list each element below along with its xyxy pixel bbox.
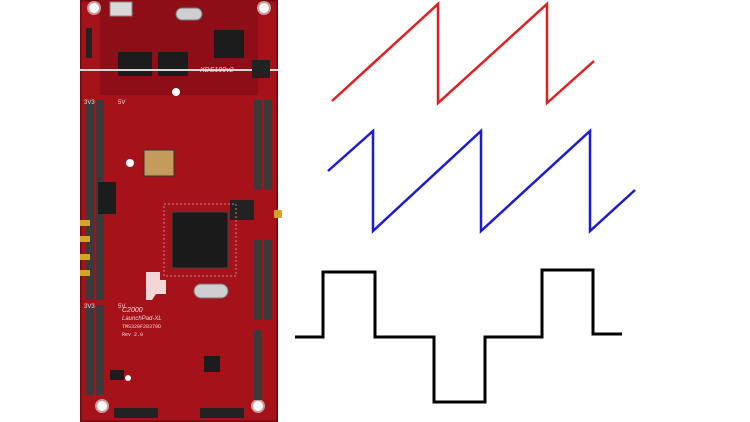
product-name: C2000	[122, 307, 143, 314]
header-pins-right	[254, 100, 272, 400]
waveform-drawings	[295, 1, 636, 404]
crystal-top	[175, 7, 203, 21]
sawtooth-wave-red	[331, 1, 595, 106]
debug-chip	[214, 30, 244, 58]
mounting-hole	[87, 1, 101, 15]
label-3v3-bottom: 3V3	[84, 304, 95, 310]
label-5v-bottom: 5V	[118, 304, 125, 310]
launchpad-board-photo: 3V3 5V 3V3 5V XDS100v2 C2000 LaunchPad-X…	[80, 0, 278, 422]
mounting-hole	[251, 399, 265, 413]
ti-logo-icon	[146, 272, 166, 300]
product-subname: LaunchPad-XL	[122, 316, 162, 322]
board-version: Rev 2.0	[122, 332, 143, 338]
debug-chip	[158, 52, 188, 76]
mounting-hole	[95, 399, 109, 413]
mcu-chip	[171, 211, 229, 269]
square-wave-black	[295, 268, 622, 404]
label-3v3-top: 3V3	[84, 100, 95, 106]
reset-switch	[143, 149, 175, 177]
label-xds100v2: XDS100v2	[199, 67, 234, 74]
sawtooth-wave-blue	[327, 128, 636, 234]
mounting-hole	[257, 1, 271, 15]
gold-pads	[80, 220, 90, 276]
crystal-bottom	[193, 283, 229, 299]
debug-chip	[118, 52, 152, 76]
edge-connector	[274, 210, 282, 218]
label-5v-top: 5V	[118, 100, 125, 106]
usb-connector	[109, 1, 133, 17]
chip-part-number: TMS320F28379D	[122, 324, 161, 330]
